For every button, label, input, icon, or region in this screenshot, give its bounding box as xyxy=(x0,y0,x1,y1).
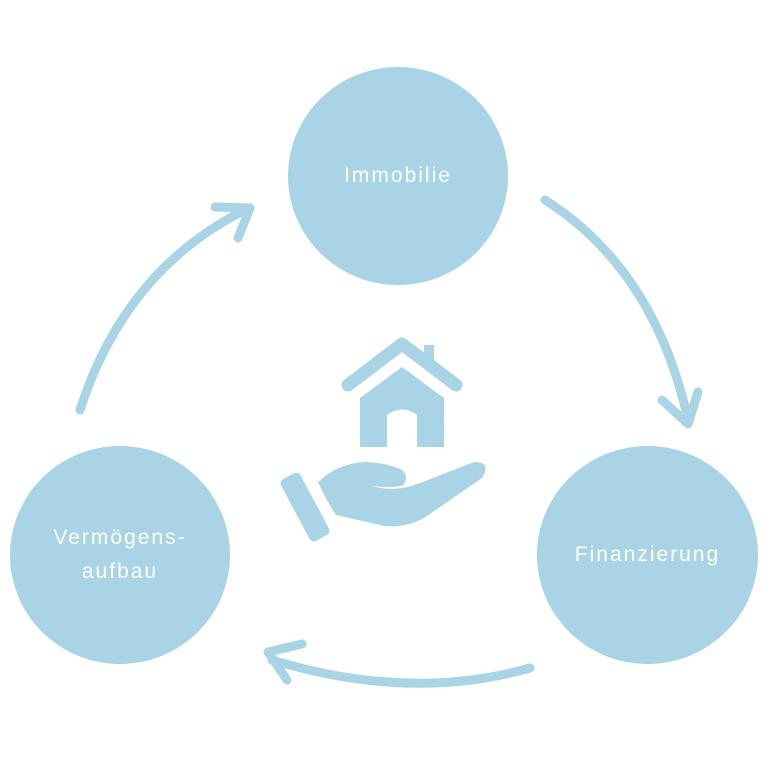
node-immobilie: Immobilie xyxy=(288,67,508,285)
arrow-top-to-right-head xyxy=(657,387,703,429)
hand-icon xyxy=(280,462,486,542)
arrow-left-to-top-curve xyxy=(75,205,250,415)
arrow-left-to-top xyxy=(75,202,255,415)
node-immobilie-label: Immobilie xyxy=(344,164,452,187)
house-body xyxy=(360,367,444,447)
arrow-right-to-left-head xyxy=(263,639,307,685)
node-vermoegensaufbau-label-line1: Vermögens- xyxy=(53,526,187,549)
house-roof xyxy=(341,337,463,392)
node-finanzierung: Finanzierung xyxy=(537,446,758,664)
hand-cuff xyxy=(280,472,330,542)
arrow-top-to-right xyxy=(540,195,703,429)
node-vermoegensaufbau-label-line2: aufbau xyxy=(81,560,159,583)
house-icon xyxy=(341,337,463,447)
node-vermoegensaufbau-label: Vermögens- aufbau xyxy=(53,521,186,589)
arrow-top-to-right-curve xyxy=(540,195,693,425)
arrow-right-to-left xyxy=(263,639,535,688)
node-vermoegensaufbau: Vermögens- aufbau xyxy=(10,446,230,664)
arrow-right-to-left-curve xyxy=(267,655,535,688)
house-chimney xyxy=(424,345,434,365)
hand-palm xyxy=(318,462,486,527)
arrow-left-to-top-head xyxy=(210,202,255,243)
node-finanzierung-label: Finanzierung xyxy=(574,543,721,566)
